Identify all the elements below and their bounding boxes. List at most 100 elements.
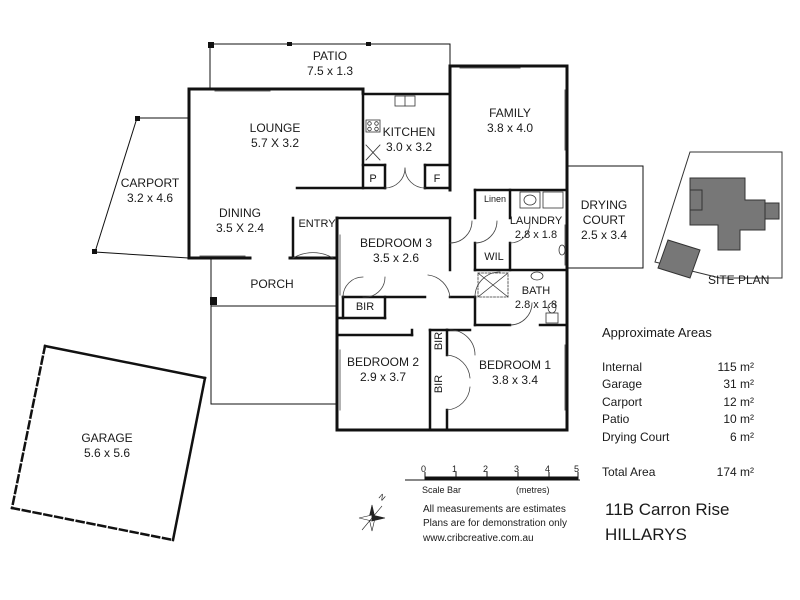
site-plan <box>654 151 783 279</box>
room-dims: 5.7 X 3.2 <box>250 136 300 150</box>
area-value: 10 m² <box>723 412 754 426</box>
scale-tick-1: 1 <box>452 464 458 474</box>
drying-court-outline <box>566 165 644 269</box>
area-name: Patio <box>602 412 630 426</box>
room-dims: 3.0 x 3.2 <box>385 140 433 154</box>
room-dims: 2.5 x 3.4 <box>580 228 628 242</box>
area-value: 12 m² <box>723 395 754 409</box>
bedroom2-label: BEDROOM 2 2.9 x 3.7 <box>342 355 424 385</box>
wil-label: WIL <box>484 251 504 263</box>
patio-outline <box>209 43 451 91</box>
area-name: Internal <box>602 360 643 374</box>
area-value: 6 m² <box>730 430 754 444</box>
scale-tick-0: 0 <box>421 464 427 474</box>
porch-label: PORCH <box>250 277 294 291</box>
linen-label: Linen <box>483 194 507 204</box>
bath-label: BATH 2.8 x 1.8 <box>510 284 562 312</box>
scale-bar <box>405 472 580 481</box>
pantry-label: P <box>369 173 377 185</box>
room-dims: 2.8 x 1.8 <box>514 299 558 311</box>
room-name: BATH <box>521 285 551 297</box>
area-row-drying-court: Drying Court 6 m² <box>602 430 754 446</box>
address-street: 11B Carron Rise <box>605 500 730 519</box>
kitchen-label: KITCHEN 3.0 x 3.2 <box>380 125 438 155</box>
room-dims: 7.5 x 1.3 <box>306 64 354 78</box>
dining-label: DINING 3.5 X 2.4 <box>205 206 275 236</box>
entry-label: ENTRY <box>298 218 336 230</box>
room-dims: 3.8 x 3.4 <box>491 373 539 387</box>
area-row-total: Total Area 174 m² <box>602 465 754 481</box>
area-name: Drying Court <box>602 430 670 444</box>
room-name: BEDROOM 3 <box>359 236 432 250</box>
patio-label: PATIO 7.5 x 1.3 <box>300 49 360 79</box>
patio-post <box>287 42 292 46</box>
room-name: GARAGE <box>81 431 133 445</box>
garage-outline <box>10 344 207 542</box>
area-row-internal: Internal 115 m² <box>602 360 754 376</box>
site-plan-label: SITE PLAN <box>708 273 770 287</box>
room-dims: 2.9 x 3.7 <box>359 370 407 384</box>
patio-post <box>366 42 371 46</box>
scale-tick-5: 5 <box>574 464 580 474</box>
scale-tick-2: 2 <box>483 464 489 474</box>
room-name: DRYING <box>580 198 628 212</box>
bedroom1-label: BEDROOM 1 3.8 x 3.4 <box>472 358 558 388</box>
kitchen-fixtures <box>365 95 416 161</box>
room-dims: 5.6 x 5.6 <box>83 446 131 460</box>
scale-tick-3: 3 <box>514 464 520 474</box>
family-label: FAMILY 3.8 x 4.0 <box>478 106 542 136</box>
area-value: 174 m² <box>716 465 754 479</box>
bedroom3-label: BEDROOM 3 3.5 x 2.6 <box>356 236 436 266</box>
interior-walls <box>291 91 569 432</box>
patio-post <box>208 42 214 48</box>
lounge-label: LOUNGE 5.7 X 3.2 <box>240 121 310 151</box>
room-name: LAUNDRY <box>509 215 563 227</box>
room-name: CARPORT <box>120 176 180 190</box>
room-name: LOUNGE <box>249 121 301 135</box>
fridge-label: F <box>433 173 441 185</box>
bir-bedroom3-label: BIR <box>355 301 375 313</box>
carport-label: CARPORT 3.2 x 4.6 <box>115 176 185 206</box>
laundry-bath-fixtures <box>477 191 566 324</box>
room-dims: 3.2 x 4.6 <box>126 191 174 205</box>
area-value: 115 m² <box>717 360 754 374</box>
address-suburb: HILLARYS <box>605 525 687 544</box>
laundry-label: LAUNDRY 2.8 x 1.8 <box>504 214 568 242</box>
area-row-carport: Carport 12 m² <box>602 395 754 411</box>
compass-rose <box>358 504 386 532</box>
area-name: Total Area <box>602 465 656 479</box>
disclaimer-line1: All measurements are estimates <box>423 504 566 515</box>
room-name: DINING <box>219 206 261 220</box>
bir-bedroom2-label: BIR <box>433 331 445 351</box>
room-dims: 3.8 x 4.0 <box>486 121 534 135</box>
room-name: PATIO <box>312 49 348 63</box>
area-name: Garage <box>602 377 643 391</box>
porch-outline <box>210 257 338 405</box>
scale-tick-4: 4 <box>545 464 551 474</box>
outer-walls <box>187 64 569 432</box>
area-row-patio: Patio 10 m² <box>602 412 754 428</box>
carport-outline <box>94 117 189 259</box>
garage-label: GARAGE 5.6 x 5.6 <box>72 431 142 461</box>
room-dims: 2.8 x 1.8 <box>514 229 558 241</box>
room-name: KITCHEN <box>382 125 436 139</box>
room-dims: 3.5 X 2.4 <box>215 221 265 235</box>
room-name: COURT <box>582 213 626 227</box>
drying-court-label: DRYING COURT 2.5 x 3.4 <box>570 198 638 243</box>
windows <box>199 67 566 411</box>
area-name: Carport <box>602 395 643 409</box>
area-row-garage: Garage 31 m² <box>602 377 754 393</box>
area-value: 31 m² <box>723 377 754 391</box>
areas-title: Approximate Areas <box>602 325 712 340</box>
bir-bedroom1-label: BIR <box>433 374 445 394</box>
room-name: FAMILY <box>489 106 531 120</box>
scale-bar-label: Scale Bar <box>422 485 462 495</box>
scale-unit-label: (metres) <box>516 485 550 495</box>
room-name: BEDROOM 1 <box>478 358 551 372</box>
room-dims: 3.5 x 2.6 <box>372 251 420 265</box>
disclaimer-line2: Plans are for demonstration only <box>423 518 567 529</box>
disclaimer-url: www.cribcreative.com.au <box>423 533 534 544</box>
room-name: BEDROOM 2 <box>346 355 419 369</box>
door-swings <box>292 167 533 411</box>
